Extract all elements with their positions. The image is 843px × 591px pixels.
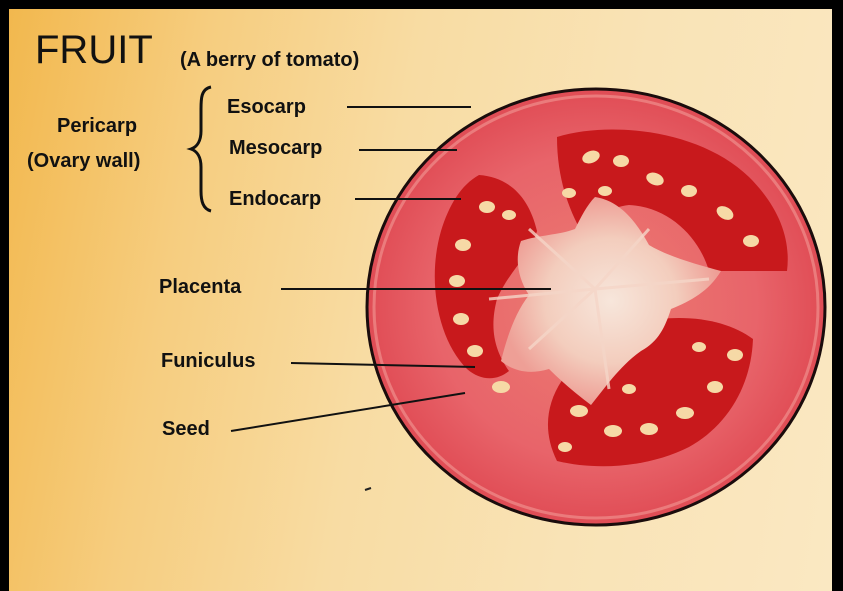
pericarp-brace (191, 87, 211, 211)
tomato-diagram: FRUIT (A berry of tomato) Pericarp (Ovar… (9, 9, 832, 591)
ovary-wall-label: (Ovary wall) (27, 150, 140, 172)
endocarp-label: Endocarp (229, 188, 321, 210)
mesocarp-label: Mesocarp (229, 137, 322, 159)
tomato-cross-section (367, 89, 825, 525)
subtitle: (A berry of tomato) (180, 49, 359, 71)
esocarp-label: Esocarp (227, 96, 306, 118)
speck (365, 488, 371, 490)
seed-label: Seed (162, 418, 210, 440)
title: FRUIT (35, 28, 153, 72)
placenta-label: Placenta (159, 276, 242, 298)
pericarp-label: Pericarp (57, 115, 137, 137)
funiculus-label: Funiculus (161, 350, 255, 372)
